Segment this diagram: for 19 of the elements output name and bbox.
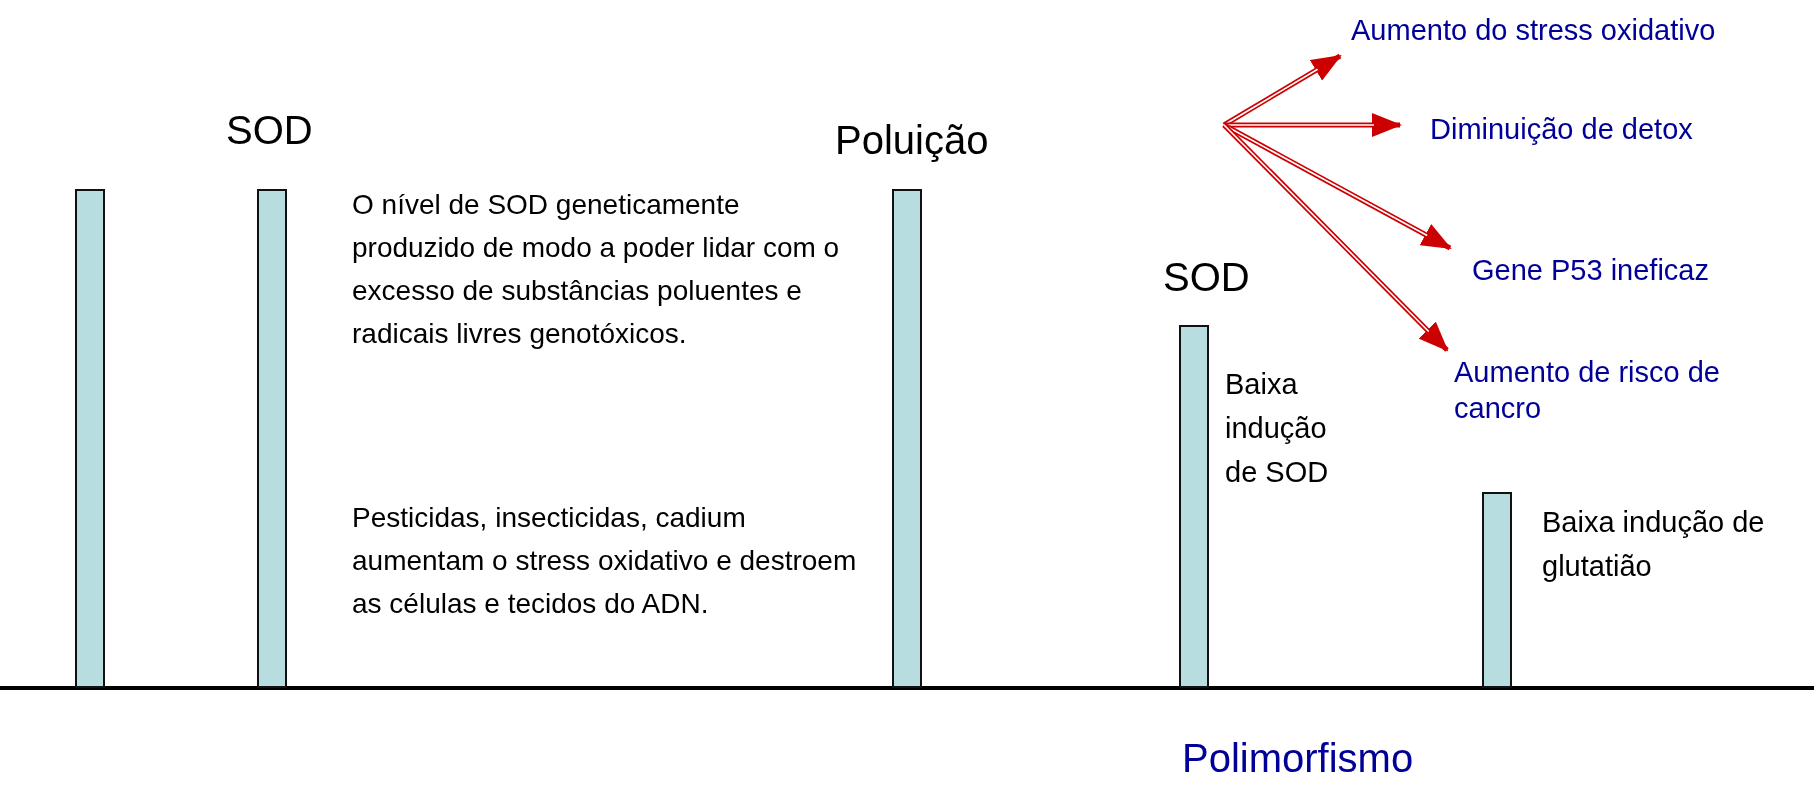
description-text: O nível de SOD geneticamente produzido de modo a poder lidar com o excesso de substâncias poluentes e radicais livres genotóxicos.	[352, 188, 841, 351]
bar-title: SOD	[226, 108, 313, 153]
bar-title: SOD	[1163, 255, 1250, 300]
bar-title: Poluição	[835, 118, 989, 163]
bar-note: Baixa indução de glutatião	[1542, 505, 1766, 584]
effect-text: Gene P53 ineficaz	[1450, 248, 1790, 288]
double-arrow	[1223, 113, 1402, 137]
level-bar	[892, 189, 922, 688]
double-arrow	[1222, 123, 1449, 352]
level-bar	[1179, 325, 1209, 688]
axis-title: Polimorfismo	[1182, 736, 1414, 781]
description-text: Pesticidas, insecticidas, cadium aumentam o stress oxidativo e destroem as células e tecidos do ADN.	[352, 501, 857, 621]
level-bar	[257, 189, 287, 688]
effect-text: Aumento de risco de cancro	[1447, 350, 1777, 426]
effect-text: Diminuição de detox	[1400, 107, 1780, 147]
level-bar	[1482, 492, 1512, 688]
bar-note: Baixa indução de SOD	[1225, 367, 1330, 490]
effect-text: Aumento do stress oxidativo	[1340, 8, 1800, 48]
level-bar	[75, 189, 105, 688]
